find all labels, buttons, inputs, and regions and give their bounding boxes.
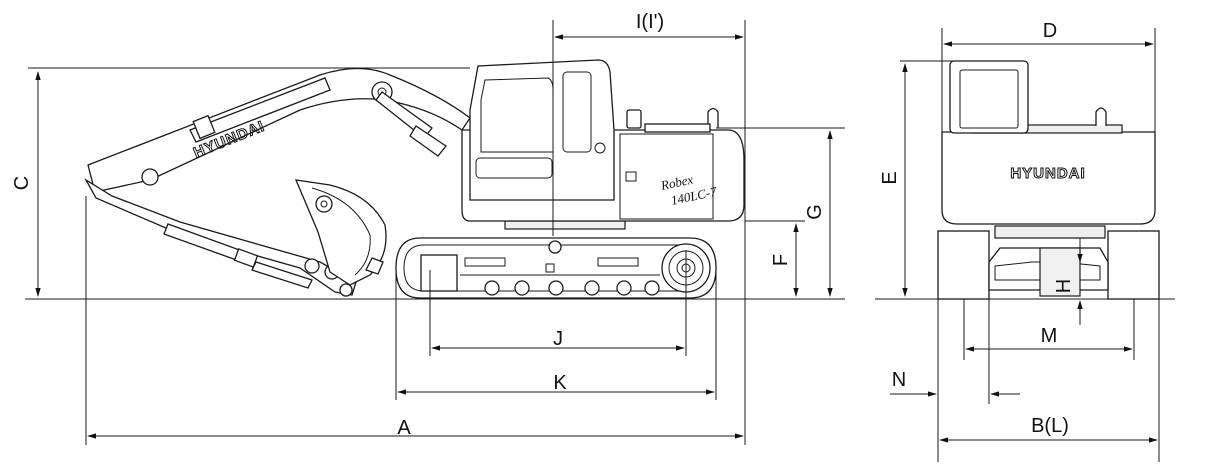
side-view: Robex 140LC-7 HYUNDAI: [11, 11, 845, 445]
left-track: [937, 230, 990, 300]
dim-label-j: J: [553, 328, 563, 350]
dim-label-m: M: [1041, 325, 1058, 347]
dim-label-h: H: [1053, 279, 1075, 293]
dim-label-e: E: [879, 171, 901, 184]
dim-label-b: B(L): [1031, 415, 1069, 437]
model-script-label: Robex: [659, 171, 695, 193]
upper-structure: Robex 140LC-7: [461, 59, 745, 222]
swing-bearing: [504, 220, 626, 230]
dim-label-d: D: [1043, 20, 1057, 42]
rear-brand-text: HYUNDAI: [1010, 165, 1085, 182]
dim-label-a: A: [397, 417, 411, 439]
track-rollers: [484, 240, 660, 296]
rear-view: HYUNDAI D E H: [875, 20, 1175, 462]
boom: HYUNDAI: [87, 67, 471, 193]
rear-dimension-lines: [890, 28, 1160, 462]
dim-label-i: I(I'): [636, 11, 664, 33]
right-track: [1107, 230, 1160, 300]
dim-label-n: N: [892, 369, 906, 391]
side-dimension-lines: [28, 20, 845, 445]
dim-label-c: C: [11, 176, 33, 190]
dim-label-g: G: [804, 204, 826, 220]
dim-label-k: K: [553, 372, 567, 394]
track-assembly: [395, 237, 717, 299]
dim-label-f: F: [770, 254, 792, 266]
arm-bucket: [84, 178, 387, 297]
